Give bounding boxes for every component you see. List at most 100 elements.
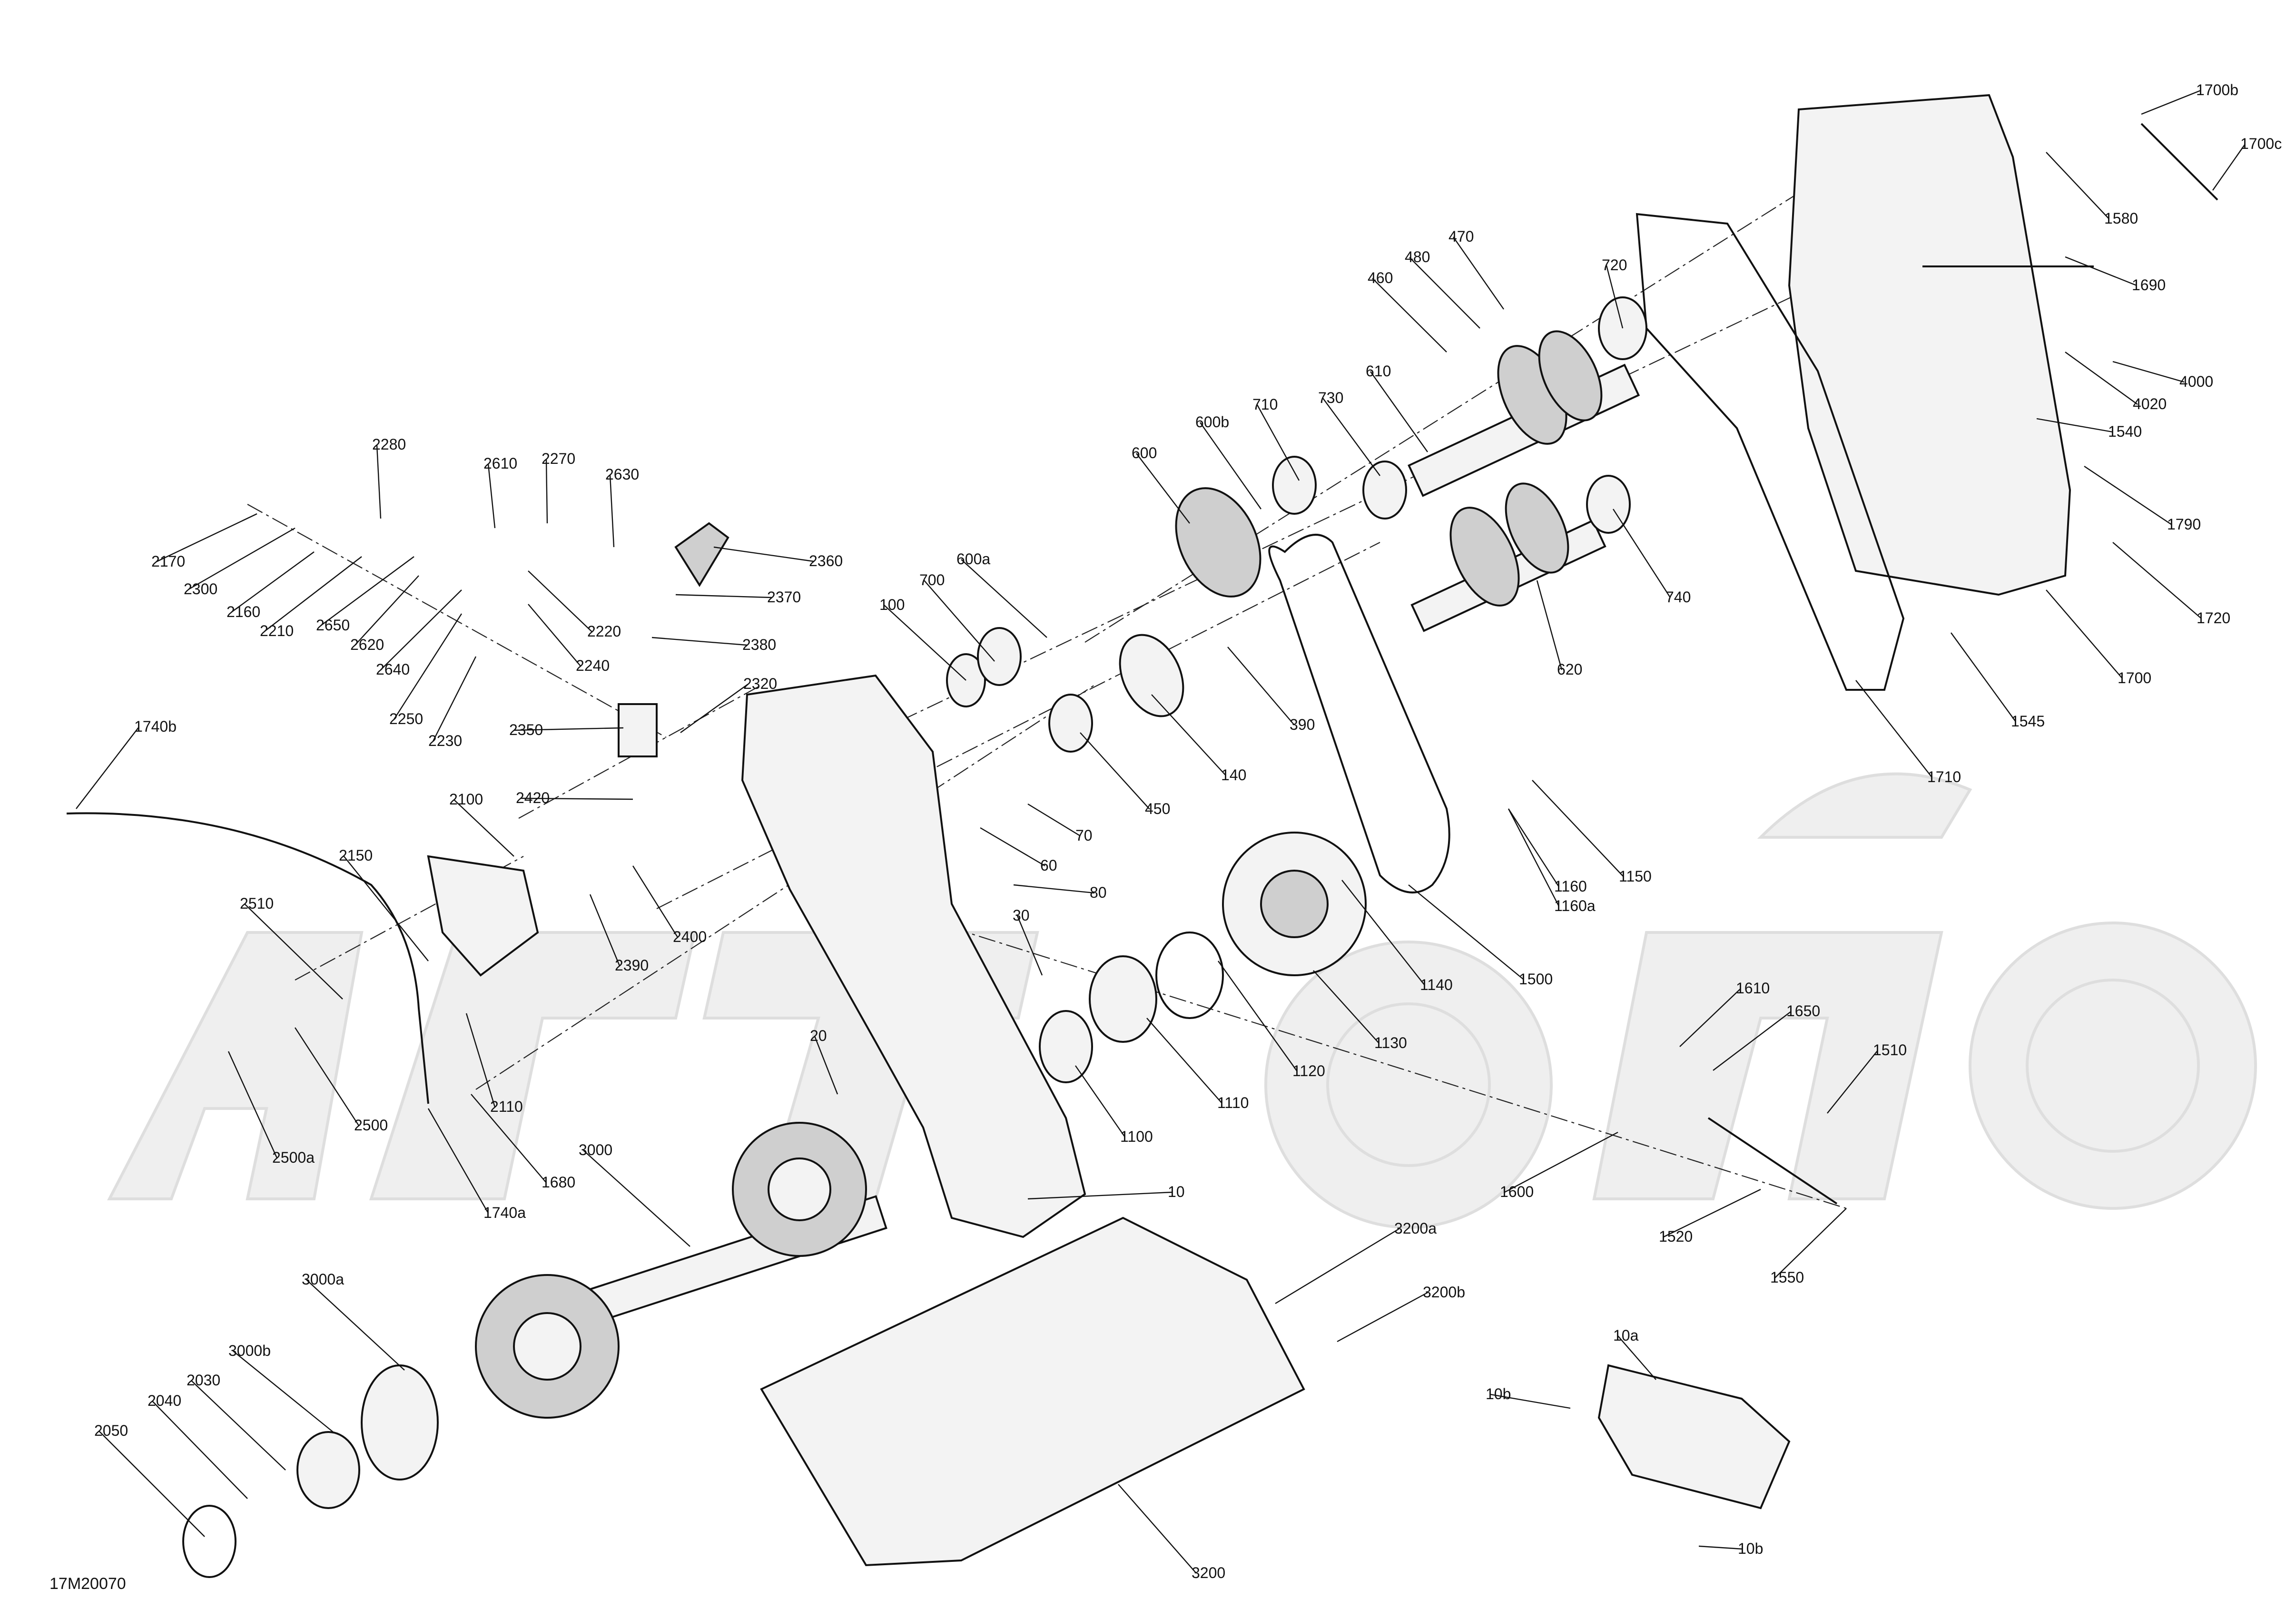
callout-1710: 1710 bbox=[1927, 768, 1961, 785]
gasket-1710 bbox=[1636, 213, 1905, 691]
leader-2240 bbox=[528, 604, 581, 667]
leader-1110 bbox=[1146, 1018, 1222, 1104]
leader-1510 bbox=[1827, 1050, 1878, 1114]
callout-1700c: 1700c bbox=[2240, 135, 2282, 152]
bracket-2350 bbox=[618, 703, 658, 757]
leader-2350 bbox=[513, 727, 624, 731]
chaincase-10 bbox=[741, 674, 1086, 1238]
leader-4020 bbox=[2065, 352, 2138, 405]
leader-3000 bbox=[583, 1150, 690, 1247]
callout-2420: 2420 bbox=[516, 789, 550, 806]
shift-knob-2360 bbox=[674, 522, 729, 587]
leader-480 bbox=[1409, 257, 1480, 329]
gear-140 bbox=[1119, 634, 1184, 717]
callout-30: 30 bbox=[1013, 907, 1030, 924]
callout-2040: 2040 bbox=[148, 1392, 181, 1409]
callout-600: 600 bbox=[1132, 444, 1157, 461]
callout-620: 620 bbox=[1557, 661, 1582, 678]
callout-3200: 3200 bbox=[1192, 1564, 1225, 1581]
leader-70 bbox=[1027, 803, 1081, 837]
callout-700: 700 bbox=[919, 571, 945, 588]
leader-2110 bbox=[465, 1013, 496, 1108]
callout-4000: 4000 bbox=[2179, 373, 2213, 390]
callout-740: 740 bbox=[1665, 588, 1691, 606]
callout-1610: 1610 bbox=[1736, 980, 1770, 997]
callout-10b-bottom: 10b bbox=[1738, 1540, 1763, 1557]
callout-1160: 1160 bbox=[1554, 878, 1587, 895]
callout-2400: 2400 bbox=[673, 928, 707, 945]
callout-10: 10 bbox=[1168, 1183, 1185, 1200]
callout-460: 460 bbox=[1368, 269, 1393, 286]
callout-390: 390 bbox=[1290, 716, 1315, 733]
callout-2100: 2100 bbox=[449, 791, 483, 808]
leader-2030 bbox=[191, 1380, 286, 1471]
callout-1545: 1545 bbox=[2011, 713, 2045, 730]
callout-1680: 1680 bbox=[542, 1174, 575, 1191]
leader-1120 bbox=[1218, 961, 1298, 1072]
callout-600b: 600b bbox=[1195, 413, 1229, 431]
bracket-2100 bbox=[427, 855, 539, 977]
leader-2040 bbox=[152, 1401, 248, 1499]
callout-20: 20 bbox=[810, 1027, 827, 1044]
leader-2230 bbox=[432, 656, 477, 742]
leader-10 bbox=[1027, 1191, 1173, 1200]
leader-2400 bbox=[632, 865, 679, 938]
leader-1520 bbox=[1663, 1188, 1761, 1238]
callout-3200b: 3200b bbox=[1423, 1284, 1465, 1301]
cover-plate-10a bbox=[1597, 1364, 1791, 1510]
leader-1790 bbox=[2084, 466, 2172, 525]
callout-1650: 1650 bbox=[1786, 1002, 1820, 1020]
callout-3000b: 3000b bbox=[228, 1342, 271, 1359]
leader-1690 bbox=[2065, 256, 2137, 286]
callout-1740b: 1740b bbox=[134, 718, 177, 735]
callout-2500: 2500 bbox=[354, 1117, 388, 1134]
callout-1160a: 1160a bbox=[1554, 897, 1596, 914]
callout-3000a: 3000a bbox=[302, 1271, 344, 1288]
leader-610 bbox=[1370, 371, 1428, 452]
callout-2390: 2390 bbox=[615, 957, 649, 974]
leader-2390 bbox=[589, 894, 621, 966]
callout-10b-top: 10b bbox=[1486, 1385, 1511, 1402]
leader-1140 bbox=[1341, 880, 1425, 986]
leader-1130 bbox=[1313, 970, 1380, 1044]
callout-2650: 2650 bbox=[316, 617, 350, 634]
callout-140: 140 bbox=[1221, 766, 1246, 784]
callout-2350: 2350 bbox=[509, 721, 543, 738]
callout-1550: 1550 bbox=[1770, 1269, 1804, 1286]
leader-1150 bbox=[1532, 780, 1624, 877]
leader-1610 bbox=[1679, 988, 1741, 1047]
callout-2370: 2370 bbox=[767, 588, 801, 606]
leader-1160 bbox=[1508, 808, 1560, 887]
leader-450 bbox=[1080, 732, 1150, 810]
callout-710: 710 bbox=[1252, 396, 1278, 413]
callout-2270: 2270 bbox=[542, 450, 575, 467]
callout-3200a: 3200a bbox=[1394, 1220, 1437, 1237]
callout-1540: 1540 bbox=[2108, 423, 2142, 440]
leader-3200 bbox=[1118, 1484, 1197, 1574]
leader-3200b bbox=[1337, 1292, 1428, 1343]
callout-1500: 1500 bbox=[1519, 971, 1553, 988]
leader-60 bbox=[980, 827, 1045, 867]
callout-1150: 1150 bbox=[1619, 868, 1652, 885]
leader-2510 bbox=[244, 903, 343, 1000]
track-3200 bbox=[760, 1216, 1305, 1567]
leader-2360 bbox=[713, 546, 814, 562]
callout-1740a: 1740a bbox=[483, 1204, 526, 1221]
callout-2300: 2300 bbox=[184, 580, 217, 598]
callout-2220: 2220 bbox=[587, 623, 621, 640]
leader-2210 bbox=[264, 556, 362, 632]
callout-2380: 2380 bbox=[742, 636, 776, 653]
callout-720: 720 bbox=[1602, 256, 1627, 274]
callout-2500a: 2500a bbox=[272, 1149, 315, 1166]
leader-10b_top bbox=[1490, 1393, 1571, 1409]
leader-1740b bbox=[76, 726, 139, 809]
leader-700 bbox=[924, 580, 995, 662]
leader-1720 bbox=[2112, 542, 2202, 619]
leader-620 bbox=[1536, 580, 1563, 670]
leader-1545 bbox=[1951, 632, 2016, 722]
callout-1580: 1580 bbox=[2104, 210, 2138, 227]
callout-1720: 1720 bbox=[2197, 609, 2230, 627]
cable-1740 bbox=[66, 812, 429, 1104]
leader-1710 bbox=[1855, 680, 1932, 778]
callout-labels: 1700b 1700c 1580 1690 4000 4020 1540 179… bbox=[94, 81, 2282, 1581]
